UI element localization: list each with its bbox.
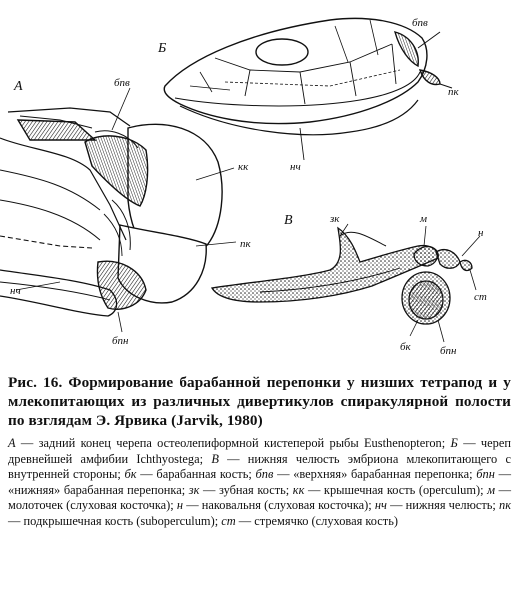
- legend-text: — стремячко (слуховая кость): [235, 513, 398, 528]
- panel-label-a: А: [13, 79, 23, 94]
- legend-key: ст: [221, 513, 236, 528]
- figure: Б бпв пк нч: [0, 17, 487, 357]
- legend-key: н: [176, 498, 184, 513]
- label-nch-b: нч: [290, 161, 301, 173]
- legend-key: А: [8, 436, 16, 450]
- legend-key: бк: [124, 467, 137, 482]
- label-bpv-b: бпв: [412, 17, 428, 29]
- panel-b-skull: [163, 17, 453, 161]
- legend-text: — зубная кость;: [199, 482, 293, 497]
- legend-text: — крышечная кость (operculum);: [304, 482, 488, 497]
- legend-key: В: [211, 451, 219, 466]
- legend-text: — череп древнейшей амфибии Ichthyostega;: [8, 436, 511, 466]
- label-bpn-a: бпн: [112, 335, 129, 347]
- label-kk: кк: [238, 161, 249, 173]
- label-bk: бк: [400, 341, 412, 353]
- panel-v-jaw: [210, 223, 481, 343]
- legend-text: — молоточек (слуховая косточка);: [8, 482, 511, 513]
- figure-legend: А — задний конец черепа остеолепиформной…: [8, 436, 511, 530]
- label-nch-a: нч: [10, 285, 21, 297]
- panel-label-b: Б: [157, 41, 166, 56]
- panel-a-skull: [0, 87, 237, 333]
- legend-key: бпв: [255, 467, 274, 482]
- legend-text: — нижняя челюсть;: [386, 498, 500, 513]
- legend-text: — задний конец черепа остеолепиформной к…: [15, 436, 451, 450]
- label-pk-b: пк: [448, 86, 460, 98]
- legend-text: — барабанная кость;: [136, 467, 256, 482]
- legend-text: — наковальня (слуховая косточка);: [183, 498, 375, 513]
- legend-text: — нижняя челюсть эмбриона млекопитающего…: [8, 451, 511, 482]
- label-bpv-a: бпв: [114, 77, 130, 89]
- panel-label-v: В: [284, 213, 293, 228]
- legend-key: зк: [188, 482, 200, 497]
- legend-key: пк: [499, 498, 512, 513]
- figure-drawing: Б бпв пк нч: [0, 17, 487, 357]
- legend-key: кк: [292, 482, 305, 497]
- label-pk-a: пк: [240, 238, 252, 250]
- label-bpn-v: бпн: [440, 345, 457, 357]
- legend-key: м: [487, 482, 496, 497]
- legend-key: нч: [374, 498, 387, 513]
- label-zk: зк: [329, 213, 340, 225]
- label-st: ст: [474, 291, 487, 303]
- legend-key: бпн: [476, 467, 495, 482]
- legend-text: — «нижняя» барабанная перепонка;: [8, 467, 511, 497]
- label-m: м: [419, 213, 427, 225]
- figure-caption: Рис. 16. Формирование барабанной перепон…: [8, 374, 511, 429]
- legend-text: — подкрышечная кость (suboperculum);: [8, 513, 222, 528]
- legend-key: Б: [450, 436, 458, 450]
- legend-text: — «верхняя» барабанная перепонка;: [273, 467, 477, 482]
- label-n: н: [478, 227, 484, 239]
